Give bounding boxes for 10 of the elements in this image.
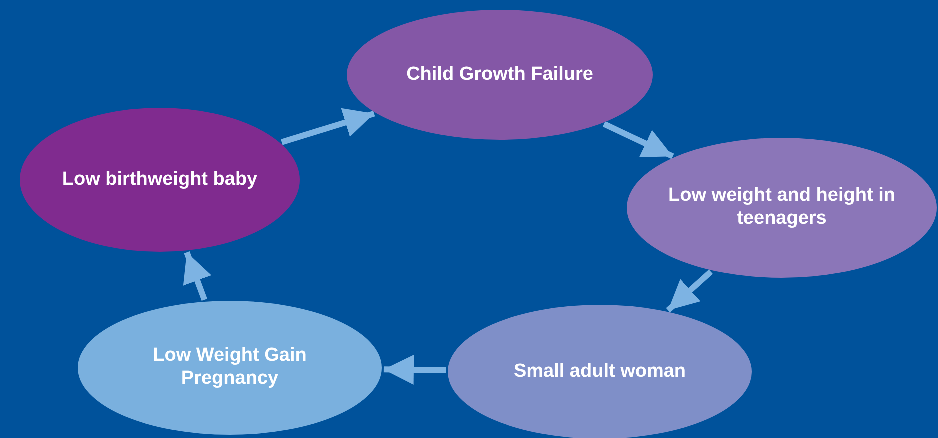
node-label: Low birthweight baby <box>62 168 258 192</box>
node-label: Low Weight Gain Pregnancy <box>152 345 308 391</box>
arrow <box>666 270 714 313</box>
arrow <box>384 355 446 385</box>
node-label: Small adult woman <box>514 360 686 384</box>
arrow <box>602 121 674 160</box>
node-label: Child Growth Failure <box>406 64 594 86</box>
node-label: Low weight and height in teenagers <box>668 185 896 231</box>
arrow <box>183 252 212 302</box>
arrow <box>281 108 376 146</box>
